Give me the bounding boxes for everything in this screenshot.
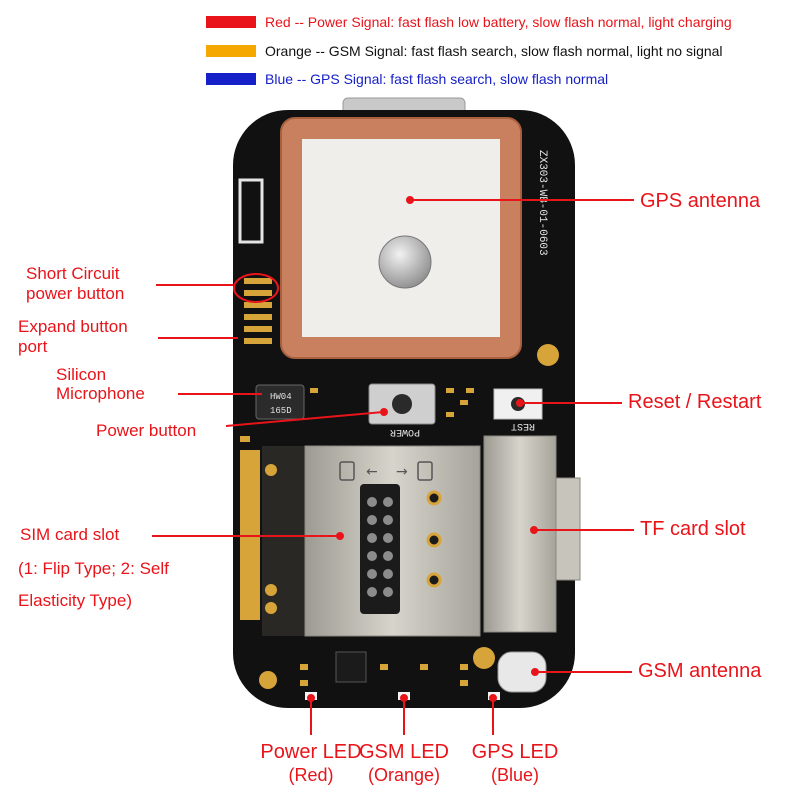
label-sim-3: Elasticity Type) bbox=[18, 591, 133, 610]
label-gps-led-1: GPS LED bbox=[471, 741, 559, 763]
label-power-led-2: (Red) bbox=[288, 765, 334, 785]
dot-gps-led bbox=[489, 694, 497, 702]
legend-swatch-blue bbox=[206, 73, 256, 85]
legend-text-red: Red -- Power Signal: fast flash low batt… bbox=[265, 14, 732, 30]
legend-swatch-orange bbox=[206, 45, 256, 57]
legend-item-red: Red -- Power Signal: fast flash low batt… bbox=[206, 12, 732, 32]
mic-marking-1: HW04 bbox=[270, 392, 292, 402]
board-marking: ZX303-WB-01-0603 bbox=[536, 150, 548, 256]
label-reset: Reset / Restart bbox=[628, 391, 762, 413]
microphone bbox=[255, 384, 305, 420]
arrow-left-icon: ← bbox=[366, 464, 378, 480]
dot-sim bbox=[336, 532, 344, 540]
arrow-right-icon: → bbox=[396, 464, 408, 480]
pad-round-bottom bbox=[259, 671, 277, 689]
gps-antenna-pin bbox=[378, 235, 432, 289]
smd-components bbox=[240, 388, 474, 442]
legend-text-orange: Orange -- GSM Signal: fast flash search,… bbox=[265, 43, 723, 59]
sim-slot-window bbox=[360, 484, 400, 614]
pad-round-right bbox=[473, 647, 495, 669]
sim-slot-holes bbox=[426, 490, 442, 588]
dot-reset bbox=[516, 399, 524, 407]
label-gsm-led: GSM LED (Orange) bbox=[344, 741, 464, 786]
line-power-button bbox=[225, 411, 385, 427]
label-power-button: Power button bbox=[96, 421, 197, 440]
sim-slot-side-pads bbox=[265, 464, 277, 614]
label-power-led-1: Power LED bbox=[260, 741, 362, 763]
power-button-cap bbox=[392, 394, 412, 414]
dot-gsm-antenna bbox=[531, 668, 539, 676]
legend-swatch-red bbox=[206, 16, 256, 28]
dot-power-button bbox=[380, 408, 388, 416]
label-gps-led: GPS LED (Blue) bbox=[460, 741, 570, 786]
dot-power-led bbox=[307, 694, 315, 702]
chip bbox=[335, 651, 367, 683]
legend-item-blue: Blue -- GPS Signal: fast flash search, s… bbox=[206, 69, 608, 89]
mic-marking-2: 165D bbox=[270, 406, 292, 416]
label-expand-2: port bbox=[18, 337, 48, 356]
label-silicon-2: Microphone bbox=[56, 384, 145, 403]
dot-gps-antenna bbox=[406, 196, 414, 204]
callout-lines bbox=[152, 196, 634, 735]
bottom-smd bbox=[300, 664, 468, 686]
sim-slot-contacts bbox=[367, 497, 393, 597]
legend-text-blue: Blue -- GPS Signal: fast flash search, s… bbox=[265, 71, 609, 87]
label-gsm-antenna: GSM antenna bbox=[638, 660, 762, 682]
label-gps-led-2: (Blue) bbox=[490, 765, 539, 785]
expand-port-pads bbox=[244, 278, 272, 344]
silk-logo bbox=[238, 178, 264, 244]
tf-card-slot bbox=[483, 435, 557, 633]
label-sim-1: SIM card slot bbox=[20, 525, 120, 544]
label-gps-antenna: GPS antenna bbox=[640, 190, 761, 212]
label-short-circuit-2: power button bbox=[26, 284, 125, 303]
dot-tf bbox=[530, 526, 538, 534]
dot-gsm-led bbox=[400, 694, 408, 702]
power-silk: POWER bbox=[390, 426, 420, 437]
sim-card-icon bbox=[339, 461, 433, 481]
label-expand-1: Expand button bbox=[18, 317, 128, 336]
label-silicon-1: Silicon bbox=[56, 365, 107, 384]
legend-item-orange: Orange -- GSM Signal: fast flash search,… bbox=[206, 41, 723, 61]
label-gsm-led-1: GSM LED bbox=[358, 741, 450, 763]
reset-silk: REST bbox=[511, 420, 535, 431]
label-sim-2: (1: Flip Type; 2: Self bbox=[18, 559, 169, 578]
pad-round bbox=[537, 344, 559, 366]
label-gsm-led-2: (Orange) bbox=[367, 765, 441, 785]
label-power-led: Power LED (Red) bbox=[236, 741, 386, 786]
label-short-circuit-1: Short Circuit bbox=[26, 264, 120, 283]
short-circuit-highlight bbox=[233, 273, 279, 303]
label-tf-slot: TF card slot bbox=[640, 518, 746, 540]
